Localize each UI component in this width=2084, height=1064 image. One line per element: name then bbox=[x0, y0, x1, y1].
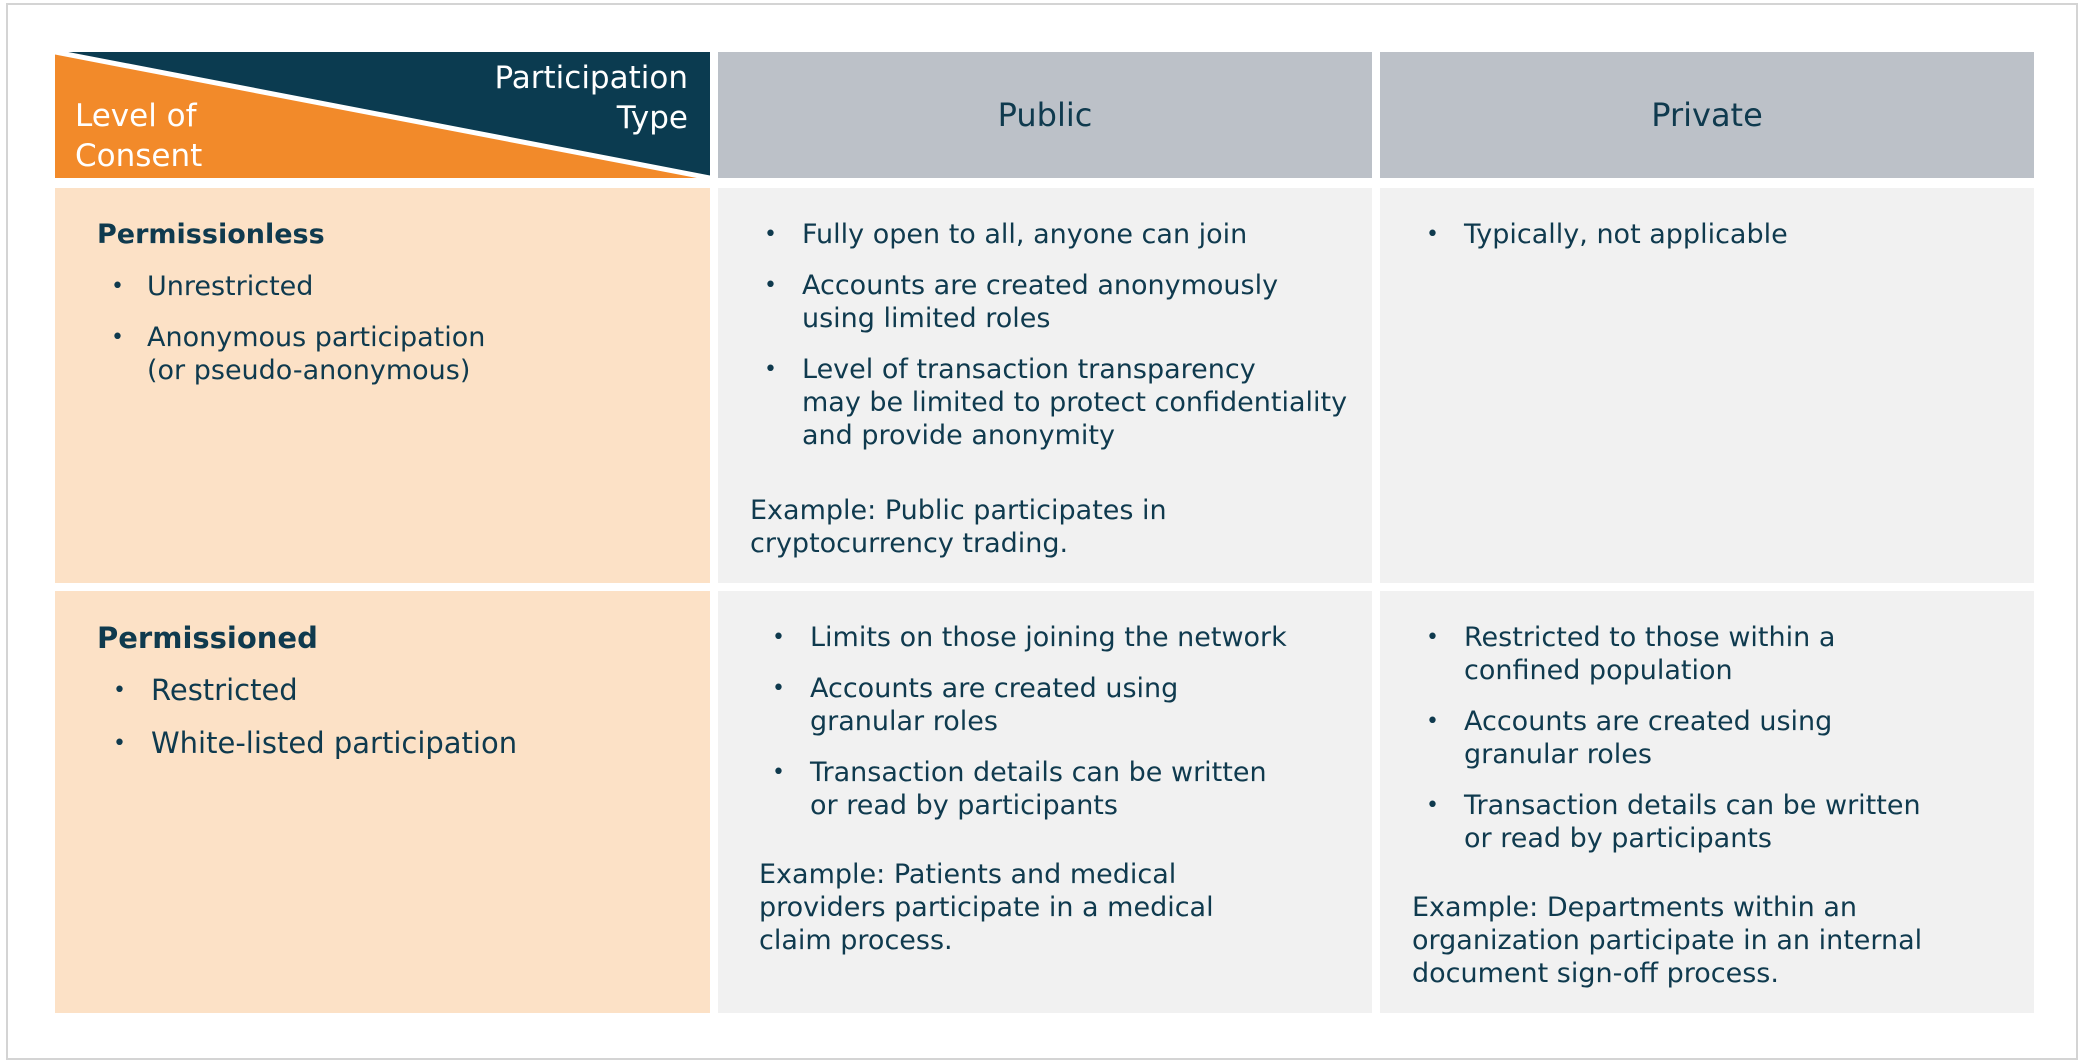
list-item: • Accounts are created anonymously using… bbox=[718, 269, 1372, 335]
column-header-private-text: Private bbox=[1651, 96, 1763, 134]
list-item: • Level of transaction transparency may … bbox=[718, 353, 1372, 452]
level-of-consent-label: Level of Consent bbox=[75, 96, 275, 176]
list-item-text: confined population bbox=[1464, 655, 1733, 686]
example-text: Example: Public participates in cryptocu… bbox=[718, 494, 1372, 560]
list-item: • White-listed participation bbox=[97, 726, 710, 761]
list-item-text: (or pseudo-anonymous) bbox=[147, 355, 471, 386]
bullet-icon: • bbox=[111, 325, 124, 350]
column-header-public: Public bbox=[718, 52, 1372, 178]
bullet-icon: • bbox=[772, 625, 785, 650]
example-line: providers participate in a medical bbox=[759, 892, 1214, 923]
list-item: • Transaction details can be written or … bbox=[718, 756, 1372, 822]
bullet-icon: • bbox=[1426, 625, 1439, 650]
list-item: • Fully open to all, anyone can join bbox=[718, 218, 1372, 251]
bullet-icon: • bbox=[772, 676, 785, 701]
bullet-icon: • bbox=[764, 357, 777, 382]
list-item-text: using limited roles bbox=[802, 303, 1051, 334]
list-item: • Restricted bbox=[97, 673, 710, 708]
example-text: Example: Departments within an organizat… bbox=[1380, 891, 2034, 990]
list-item-text: Restricted bbox=[151, 673, 298, 707]
bullet-icon: • bbox=[764, 222, 777, 247]
list-item-text: and provide anonymity bbox=[802, 420, 1115, 451]
example-line: document sign-off process. bbox=[1412, 958, 1779, 989]
corner-split-shape bbox=[55, 52, 710, 178]
participation-type-label: Participation Type bbox=[388, 58, 688, 138]
list-item-text: or read by participants bbox=[810, 790, 1118, 821]
row-label-permissionless: Permissionless • Unrestricted • Anonymou… bbox=[55, 188, 710, 583]
example-text: Example: Patients and medical providers … bbox=[718, 858, 1372, 957]
corner-header: Participation Type Level of Consent bbox=[55, 52, 710, 178]
list-item: • Accounts are created using granular ro… bbox=[1380, 705, 2034, 771]
list-item: • Anonymous participation (or pseudo-ano… bbox=[97, 321, 710, 387]
list-item-text: Typically, not applicable bbox=[1464, 219, 1788, 250]
example-line: Example: Public participates in bbox=[750, 495, 1167, 526]
list-item-text: Unrestricted bbox=[147, 271, 314, 302]
row-label-permissioned: Permissioned • Restricted • White-listed… bbox=[55, 591, 710, 1013]
bullet-icon: • bbox=[1426, 793, 1439, 818]
corner-top-line-2: Type bbox=[616, 100, 688, 136]
bullet-icon: • bbox=[113, 678, 126, 703]
list-item-text: Accounts are created using bbox=[1464, 706, 1833, 737]
list-item-text: may be limited to protect confidentialit… bbox=[802, 387, 1348, 418]
list-item: • Limits on those joining the network bbox=[718, 621, 1372, 654]
cell-permissioned-private: • Restricted to those within a confined … bbox=[1380, 591, 2034, 1013]
example-line: Example: Patients and medical bbox=[759, 859, 1177, 890]
list-item-text: Limits on those joining the network bbox=[810, 622, 1287, 653]
list-item-text: Level of transaction transparency bbox=[802, 354, 1256, 385]
list-item: • Typically, not applicable bbox=[1380, 218, 2034, 251]
list-item: • Unrestricted bbox=[97, 270, 710, 303]
cell-permissionless-public: • Fully open to all, anyone can join • A… bbox=[718, 188, 1372, 583]
list-item-text: Fully open to all, anyone can join bbox=[802, 219, 1248, 250]
cell-permissioned-public: • Limits on those joining the network • … bbox=[718, 591, 1372, 1013]
bullet-icon: • bbox=[113, 731, 126, 756]
example-line: Example: Departments within an bbox=[1412, 892, 1857, 923]
corner-top-line-1: Participation bbox=[494, 60, 688, 96]
bullet-icon: • bbox=[764, 273, 777, 298]
list-item-text: Anonymous participation bbox=[147, 322, 486, 353]
list-item-text: granular roles bbox=[1464, 739, 1652, 770]
column-header-private: Private bbox=[1380, 52, 2034, 178]
example-line: cryptocurrency trading. bbox=[750, 528, 1069, 559]
cell-permissionless-private: • Typically, not applicable bbox=[1380, 188, 2034, 583]
corner-bottom-line-2: Consent bbox=[75, 138, 203, 174]
list-item: • Accounts are created using granular ro… bbox=[718, 672, 1372, 738]
corner-bottom-line-1: Level of bbox=[75, 98, 197, 134]
example-line: claim process. bbox=[759, 925, 953, 956]
row-title: Permissioned bbox=[97, 621, 318, 655]
list-item-text: White-listed participation bbox=[151, 726, 518, 760]
list-item-text: Accounts are created using bbox=[810, 673, 1179, 704]
list-item-text: Restricted to those within a bbox=[1464, 622, 1836, 653]
bullet-icon: • bbox=[111, 274, 124, 299]
list-item-text: Accounts are created anonymously bbox=[802, 270, 1279, 301]
list-item-text: Transaction details can be written bbox=[1464, 790, 1921, 821]
list-item: • Restricted to those within a confined … bbox=[1380, 621, 2034, 687]
list-item-text: or read by participants bbox=[1464, 823, 1772, 854]
list-item: • Transaction details can be written or … bbox=[1380, 789, 2034, 855]
diagram-frame bbox=[6, 3, 2078, 1060]
bullet-icon: • bbox=[772, 760, 785, 785]
row-title: Permissionless bbox=[97, 219, 325, 250]
list-item-text: granular roles bbox=[810, 706, 998, 737]
example-line: organization participate in an internal bbox=[1412, 925, 1923, 956]
bullet-icon: • bbox=[1426, 222, 1439, 247]
list-item-text: Transaction details can be written bbox=[810, 757, 1267, 788]
bullet-icon: • bbox=[1426, 709, 1439, 734]
column-header-public-text: Public bbox=[997, 96, 1093, 134]
